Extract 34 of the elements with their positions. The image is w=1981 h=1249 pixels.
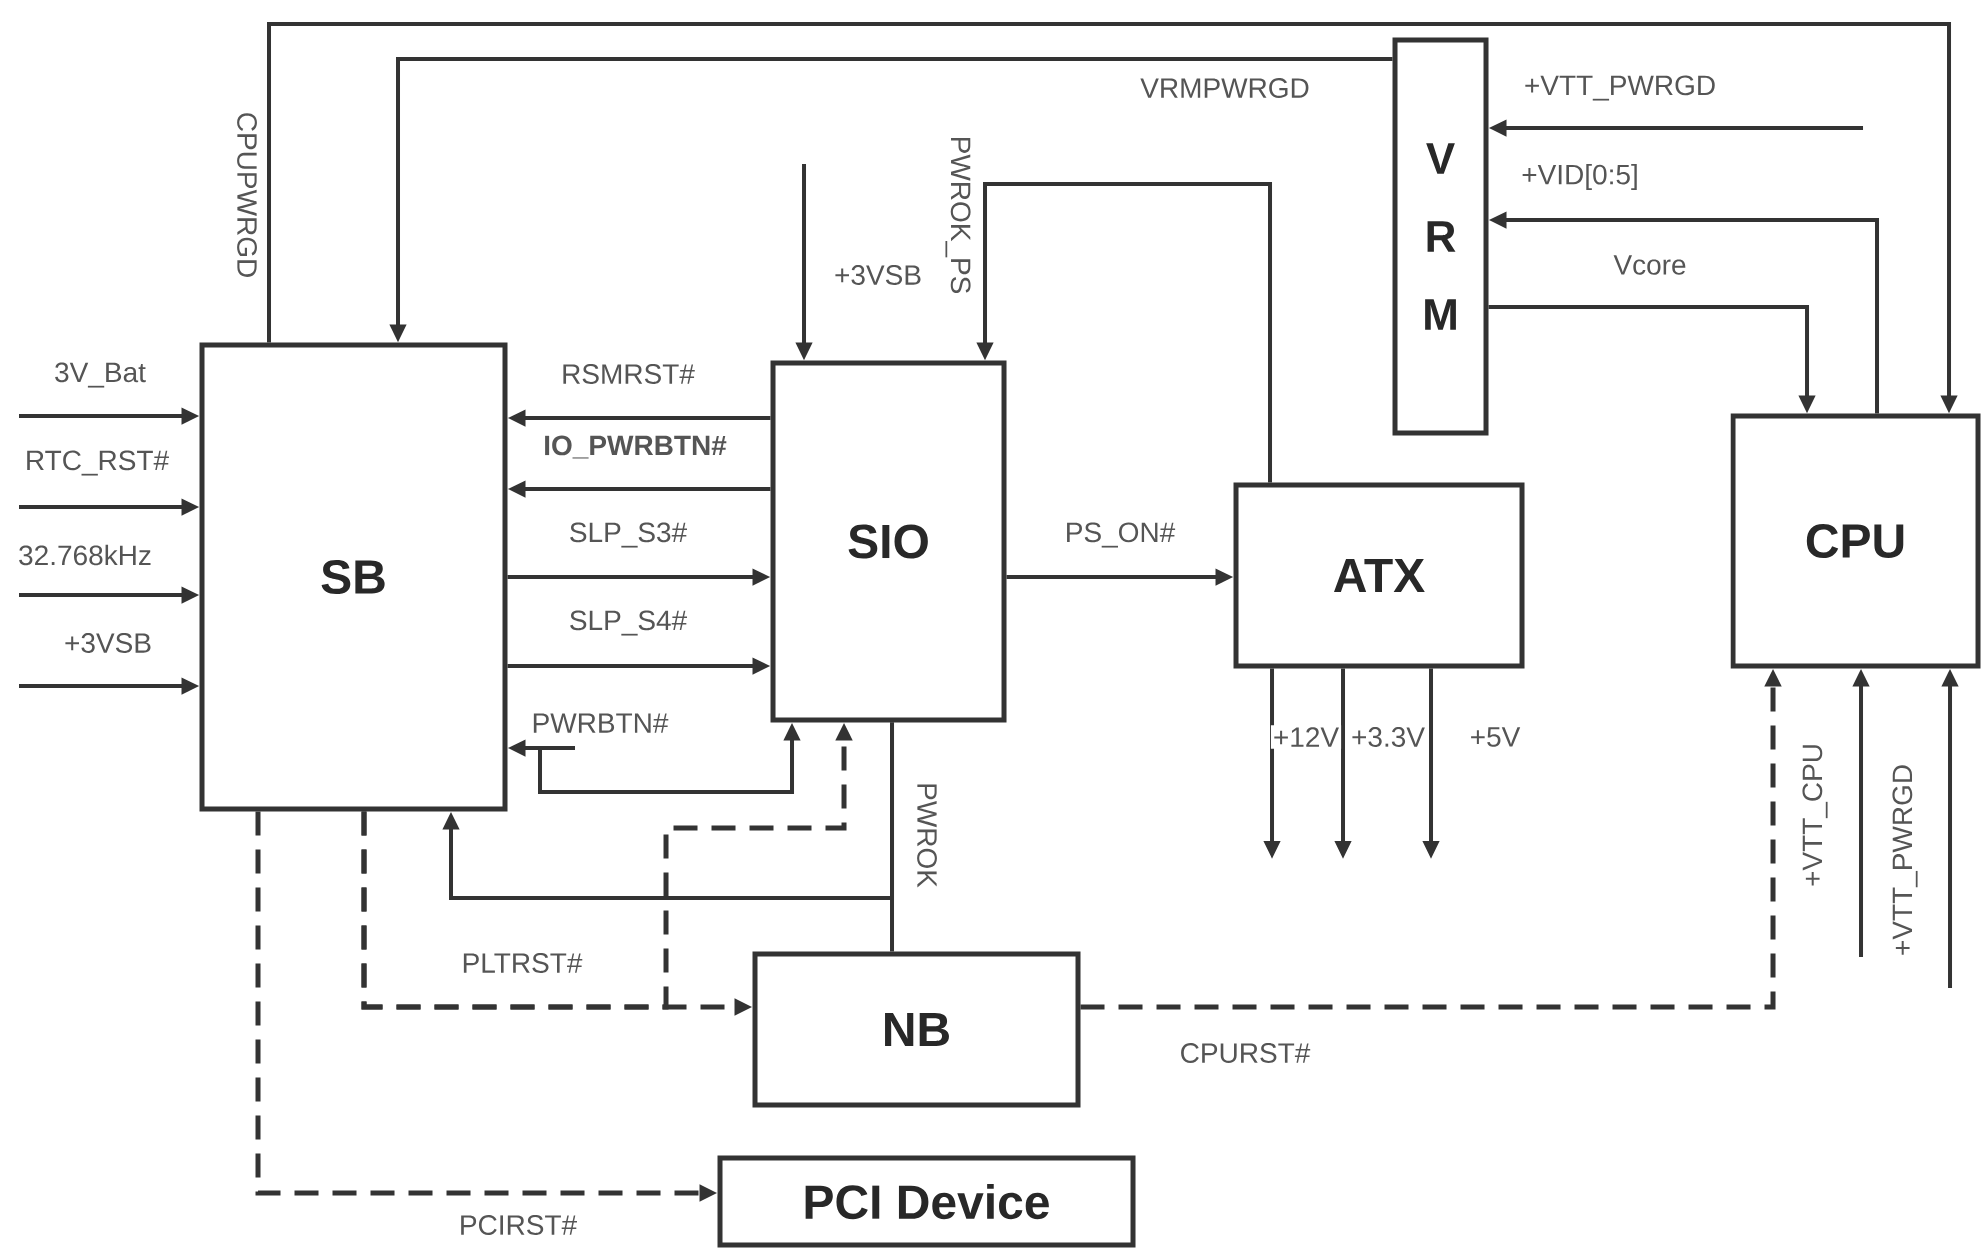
- edge-label: IO_PWRBTN#: [541, 433, 729, 461]
- block-box: NB: [752, 951, 1081, 1108]
- edge-label: PS_ON#: [1062, 520, 1178, 550]
- edge-label: 32.768kHz: [16, 542, 154, 568]
- edge-label: RSMRST#: [559, 362, 697, 386]
- edge-label: 3V_Bat: [52, 360, 148, 390]
- edge-label: +3VSB: [832, 263, 924, 287]
- edge-label: +VID[0:5]: [1519, 161, 1641, 193]
- edge-label: +3.3V: [1349, 725, 1427, 749]
- block-box: CPU: [1730, 413, 1981, 669]
- edge-label: Vcore: [1611, 253, 1689, 277]
- edge-label: RTC_RST#: [22, 448, 172, 478]
- edge-label: VRMPWRGD: [1138, 76, 1312, 100]
- edge-label: +VTT_PWRGD: [1521, 73, 1719, 103]
- edge-label: +3VSB: [62, 631, 154, 655]
- edge-label: PLTRST#: [459, 951, 585, 975]
- edge-label: +VTT_PWRGD: [1890, 761, 1920, 959]
- edge-label: +12V: [1270, 725, 1342, 749]
- edge-label: PWRBTN#: [529, 711, 671, 735]
- edge-label: SLP_S4#: [566, 608, 690, 638]
- edge-label: PWROK: [915, 780, 939, 890]
- edge-label: +VTT_CPU: [1800, 741, 1830, 889]
- block-box: PCI Device: [717, 1155, 1136, 1248]
- edge-label: +5V: [1467, 725, 1523, 749]
- block-box: ATX: [1233, 482, 1525, 669]
- arrow: [442, 722, 894, 900]
- edge-label: PWROK_PS: [943, 133, 973, 297]
- block-box: SB: [199, 342, 508, 812]
- edge-label: CPUPWRGD: [235, 109, 259, 281]
- edge-label: SLP_S3#: [566, 520, 690, 550]
- block-box: SIO: [770, 360, 1007, 723]
- edge-label: CPURST#: [1177, 1041, 1313, 1065]
- block-box: V R M: [1392, 37, 1489, 436]
- edge-label: PCIRST#: [456, 1213, 580, 1237]
